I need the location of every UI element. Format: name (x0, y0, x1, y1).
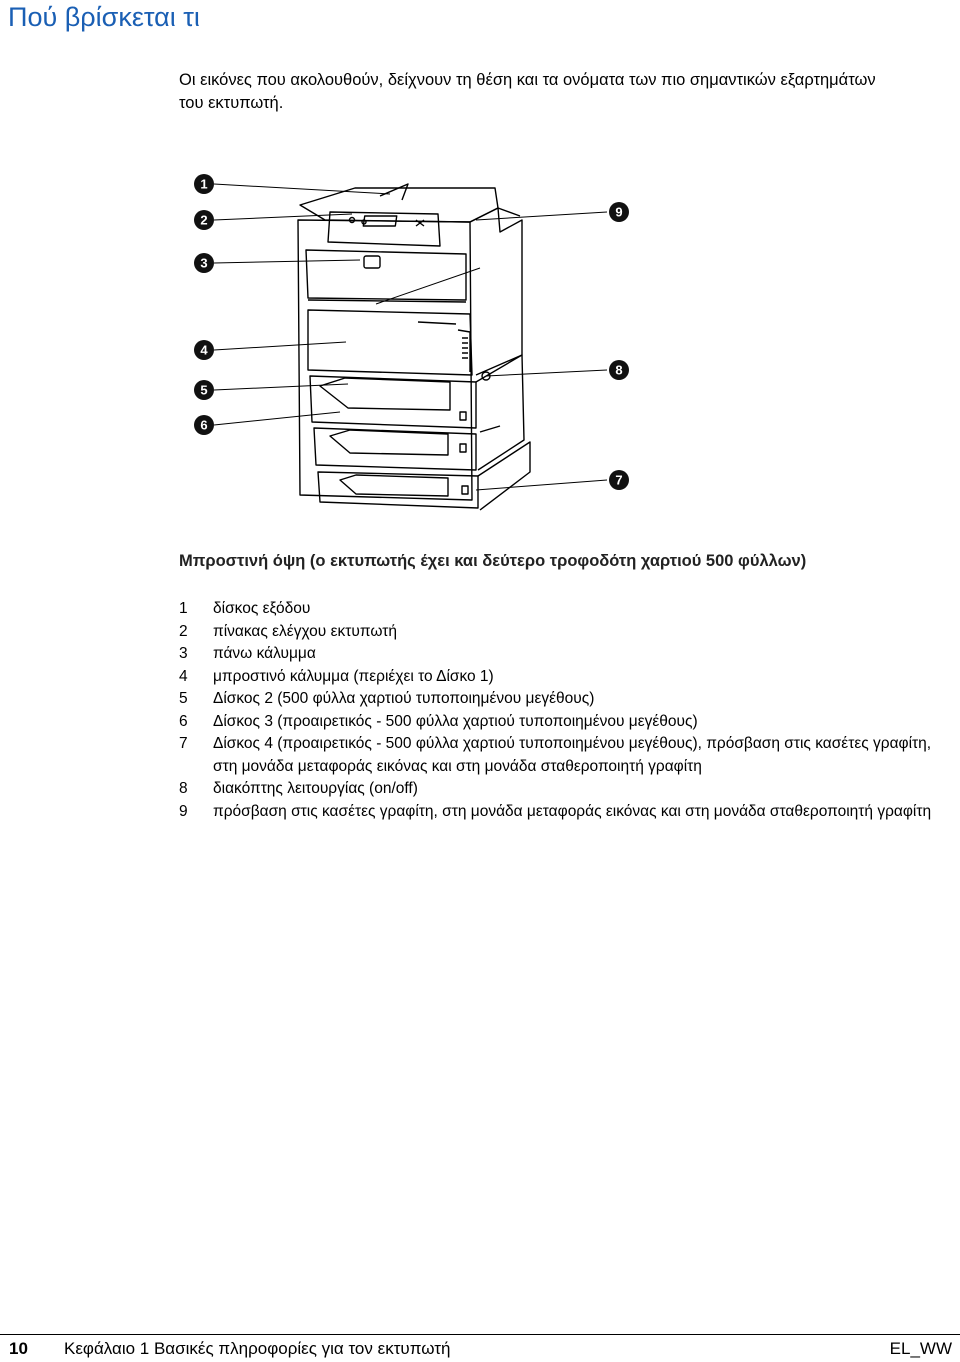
figure-caption: Μπροστινή όψη (ο εκτυπωτής έχει και δεύτ… (179, 552, 807, 570)
callout-2-badge: 2 (194, 210, 214, 230)
svg-text:7: 7 (615, 473, 622, 488)
callout-4-badge: 4 (194, 340, 214, 360)
legend-item: 6 Δίσκος 3 (προαιρετικός - 500 φύλλα χαρτ… (179, 711, 949, 734)
legend-item: 3 πάνω κάλυμμα (179, 643, 949, 666)
legend-number: 6 (179, 712, 188, 730)
legend-number: 9 (179, 802, 188, 820)
legend-item: 5 Δίσκος 2 (500 φύλλα χαρτιού τυποποιημέν… (179, 688, 949, 711)
callout-1-badge: 1 (194, 174, 214, 194)
legend-text: Δίσκος 4 (προαιρετικός - 500 φύλλα χαρτι… (213, 735, 932, 775)
svg-text:9: 9 (615, 205, 622, 220)
legend-text: δίσκος εξόδου (213, 600, 311, 617)
footer-document-code: EL_WW (889, 1339, 952, 1358)
legend-text: πάνω κάλυμμα (213, 645, 316, 662)
callout-3-badge: 3 (194, 253, 214, 273)
legend-text: Δίσκος 3 (προαιρετικός - 500 φύλλα χαρτι… (213, 712, 698, 730)
legend-item: 7 Δίσκος 4 (προαιρετικός - 500 φύλλα χαρτ… (179, 733, 949, 778)
parts-legend: 1 δίσκος εξόδου 2 πίνακας ελέγχου εκτυπωτή… (179, 598, 949, 823)
printer-front-view-illustration: 1 2 3 4 5 6 7 8 9 (194, 174, 629, 511)
svg-text:2: 2 (200, 213, 207, 228)
legend-text: Δίσκος 2 (500 φύλλα χαρτιού τυποποιημένο… (213, 690, 595, 707)
svg-text:1: 1 (200, 177, 207, 192)
legend-item: 9 πρόσβαση στις κασέτες γραφίτη, στη μονά… (179, 801, 949, 824)
svg-text:8: 8 (615, 363, 622, 378)
legend-item: 4 μπροστινό κάλυμμα (περιέχει το Δίσκο 1) (179, 666, 949, 689)
legend-number: 2 (179, 622, 188, 640)
legend-number: 7 (179, 735, 188, 752)
legend-text: μπροστινό κάλυμμα (περιέχει το Δίσκο 1) (213, 667, 494, 685)
svg-text:3: 3 (200, 256, 207, 271)
legend-number: 5 (179, 690, 188, 707)
footer-page-number: 10 (9, 1339, 28, 1358)
legend-text: πίνακας ελέγχου εκτυπωτή (213, 622, 397, 640)
callout-5-badge: 5 (194, 380, 214, 400)
intro-paragraph: Οι εικόνες που ακολουθούν, δείχνουν τη θ… (179, 71, 876, 112)
legend-item: 8 διακόπτης λειτουργίας (on/off) (179, 778, 949, 801)
callout-9-badge: 9 (609, 202, 629, 222)
svg-text:4: 4 (200, 343, 208, 358)
legend-number: 1 (179, 600, 188, 617)
printer-drawing (297, 183, 531, 511)
callout-7-badge: 7 (609, 470, 629, 490)
footer-chapter-title: Κεφάλαιο 1 Βασικές πληροφορίες για τον ε… (64, 1339, 451, 1358)
legend-number: 4 (179, 667, 188, 685)
page-title: Πού βρίσκεται τι (8, 2, 200, 32)
svg-text:6: 6 (200, 418, 207, 433)
callout-leaders (213, 183, 608, 491)
legend-text: διακόπτης λειτουργίας (on/off) (213, 780, 418, 797)
callout-6-badge: 6 (194, 415, 214, 435)
legend-number: 3 (179, 645, 188, 662)
callout-8-badge: 8 (609, 360, 629, 380)
callout-badges: 1 2 3 4 5 6 7 8 9 (194, 174, 629, 490)
legend-item: 1 δίσκος εξόδου (179, 598, 949, 621)
footer-divider (0, 1334, 960, 1335)
legend-item: 2 πίνακας ελέγχου εκτυπωτή (179, 621, 949, 644)
svg-text:5: 5 (200, 383, 207, 398)
legend-text: πρόσβαση στις κασέτες γραφίτη, στη μονάδ… (213, 802, 932, 820)
legend-number: 8 (179, 780, 188, 797)
